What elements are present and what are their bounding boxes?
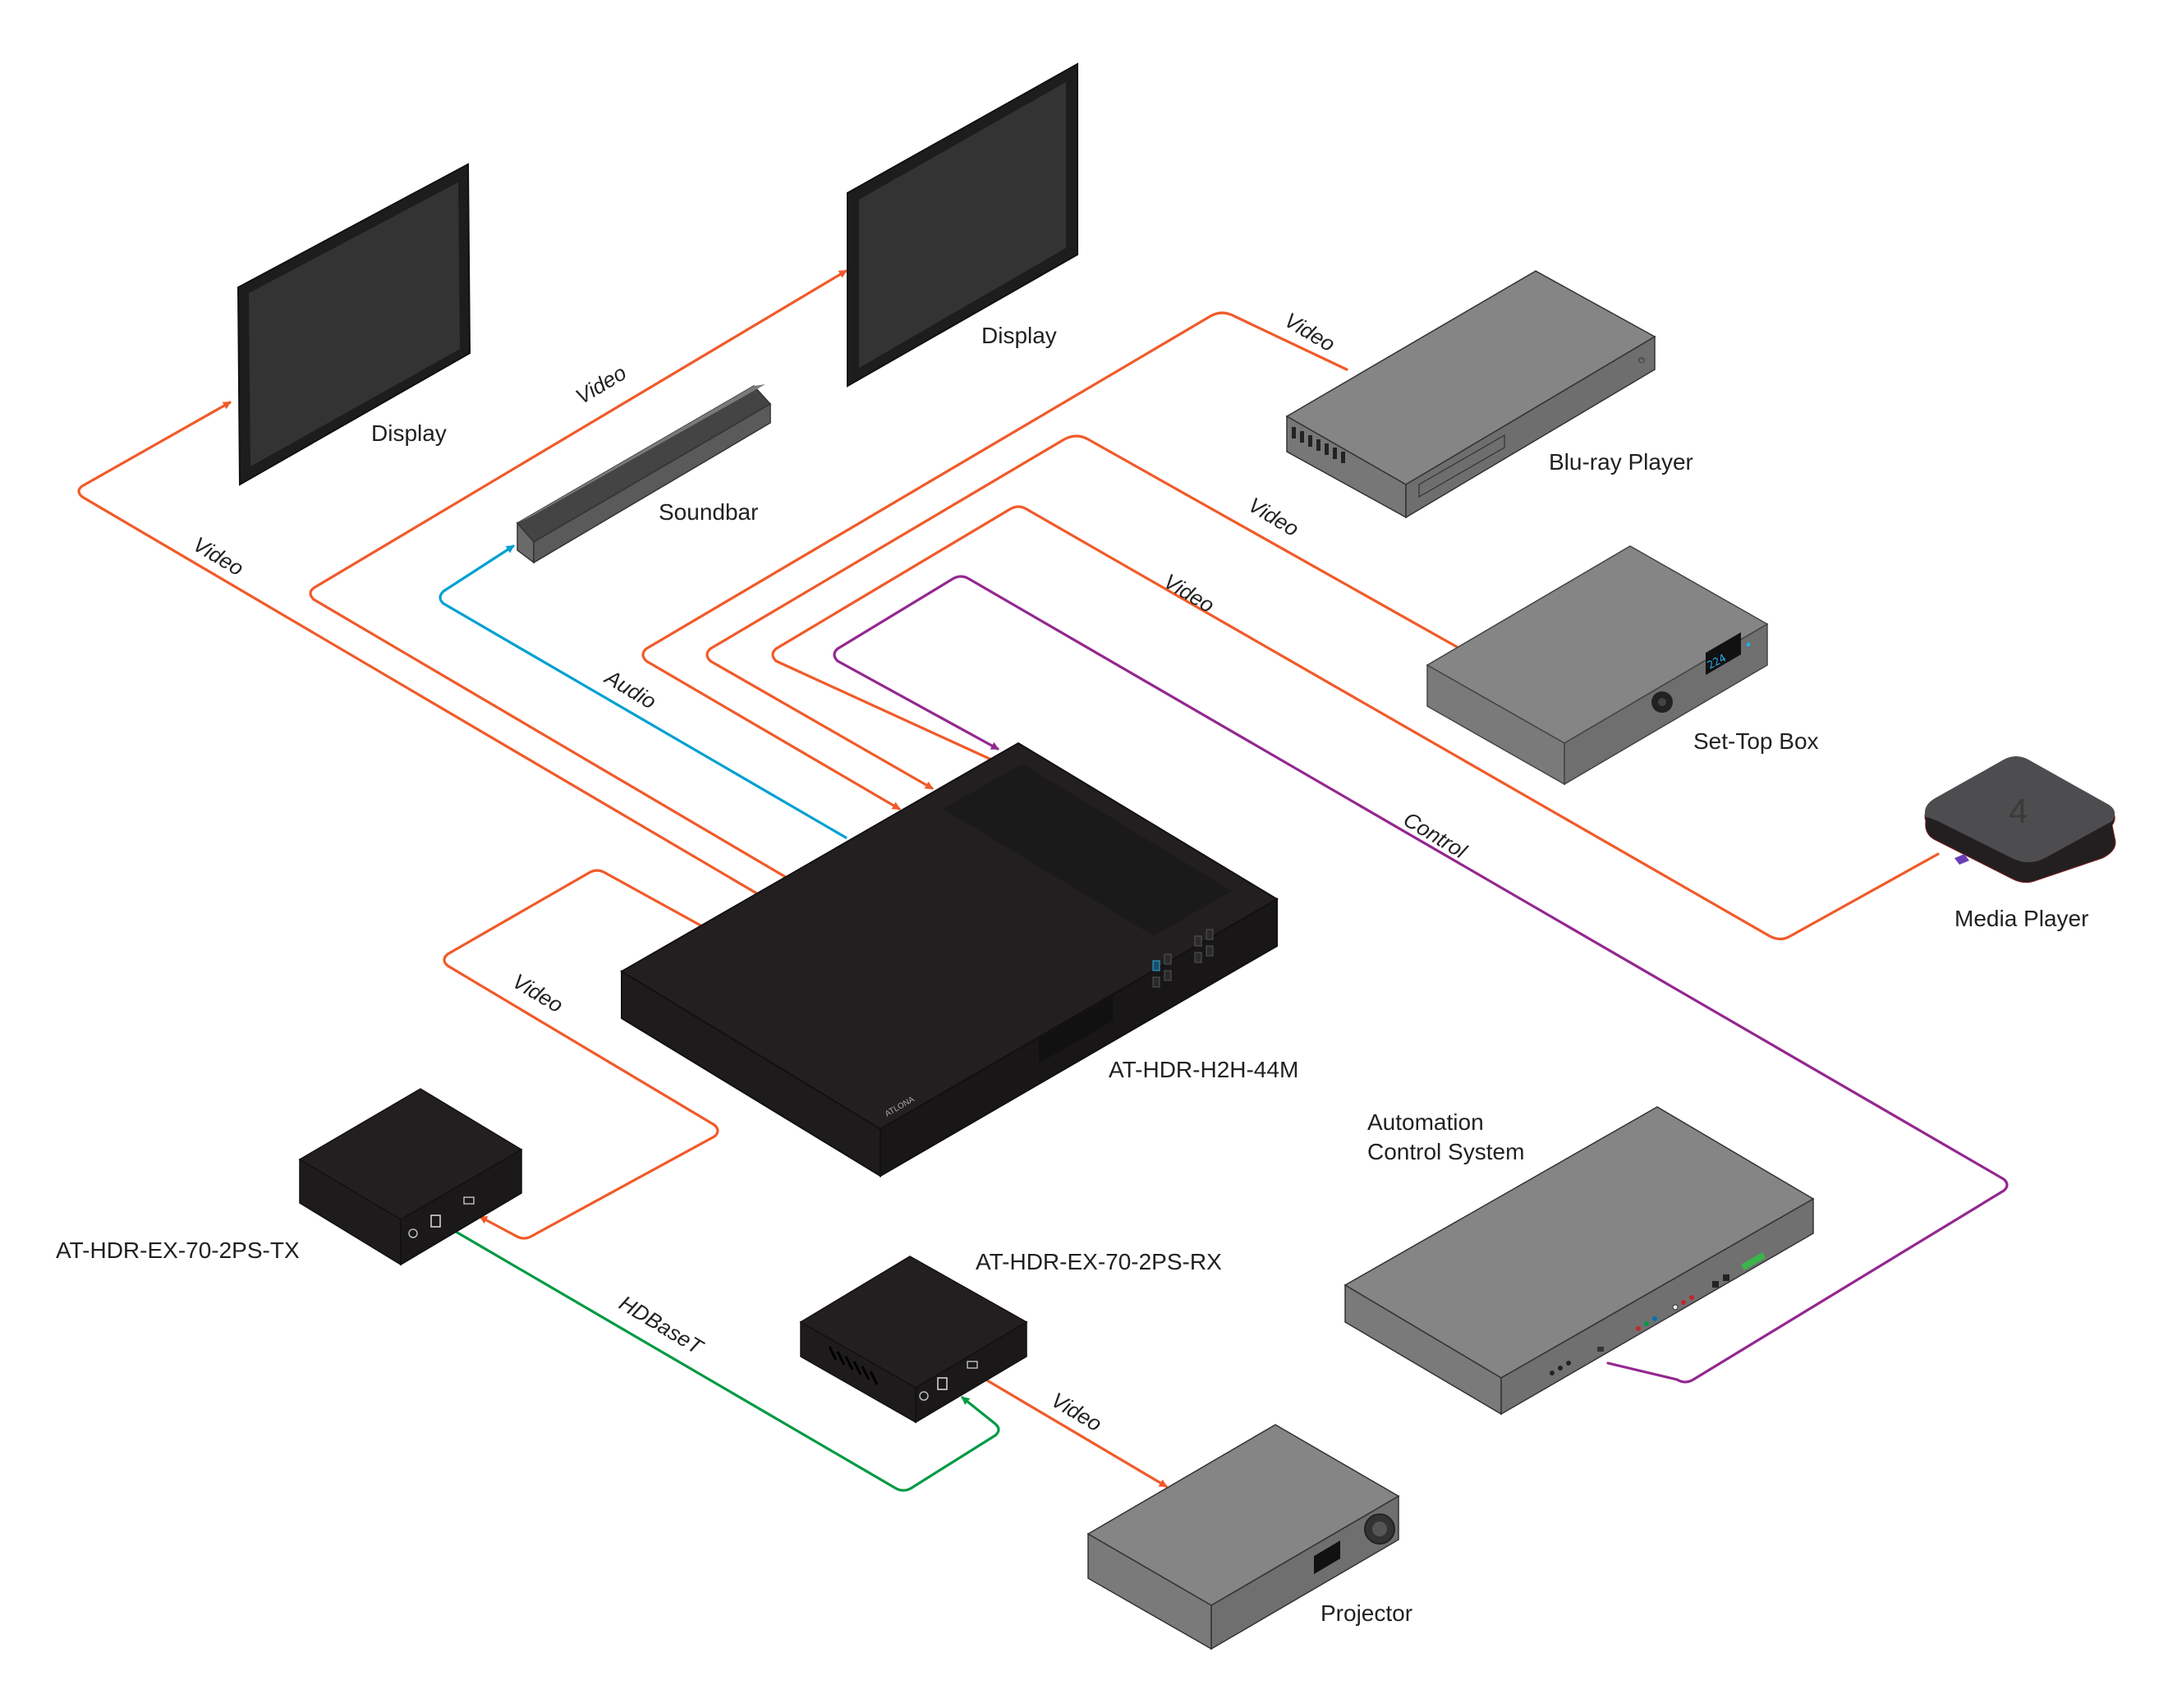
device-automation[interactable]: Automation Control System (1344, 1106, 1815, 1416)
wire-control-automation[interactable] (833, 575, 2009, 1384)
settop-display-panel (1706, 632, 1741, 675)
device-label-bluray: Blu-ray Player (1549, 449, 1693, 475)
projector-front (1210, 1494, 1399, 1651)
wire-video-mediaplayer[interactable] (771, 505, 1940, 941)
conn-label-video-mediaplayer: Video (1160, 568, 1219, 618)
rx-vents (828, 1346, 879, 1385)
soundbar-bottom (533, 402, 771, 564)
settop-status-led (1746, 642, 1751, 647)
switcher-power-button (1152, 960, 1160, 971)
connection-wires (77, 269, 2009, 1492)
conn-label-video-display-left: Video (189, 531, 248, 581)
tx-power-port (408, 1228, 418, 1238)
tx-hdbaset-port (430, 1214, 441, 1228)
projector-control-panel (1314, 1540, 1340, 1574)
bluray-front (1405, 335, 1656, 519)
wire-video-display-left[interactable] (77, 401, 761, 897)
device-display-left[interactable]: Display (237, 163, 471, 486)
wire-video-projector[interactable] (967, 1368, 1168, 1488)
switcher-top-recess (943, 764, 1232, 936)
conn-label-video-projector: Video (1047, 1387, 1106, 1436)
device-label-automation-line2: Control System (1367, 1139, 1524, 1164)
wire-video-bluray[interactable] (641, 311, 1348, 810)
bluray-disc-tray (1418, 434, 1505, 498)
switcher-buttons[interactable] (1152, 929, 1214, 988)
conn-label-audio-soundbar: Audio (599, 663, 660, 714)
device-label-mediaplayer: Media Player (1954, 906, 2088, 931)
settop-ok-button[interactable] (1658, 698, 1666, 706)
device-label-display-left: Display (371, 420, 447, 446)
tx-front (400, 1148, 522, 1266)
rx-hdbaset-port (937, 1377, 948, 1390)
conn-label-video-display-right: Video (572, 360, 631, 409)
device-label-display-right: Display (981, 323, 1057, 348)
soundbar-top (517, 384, 765, 523)
wire-video-display-right[interactable] (309, 269, 847, 880)
wire-hdbaset-link[interactable] (450, 1228, 1000, 1492)
wire-video-tx[interactable] (443, 869, 719, 1240)
rx-front (915, 1320, 1027, 1424)
projector-lens-inner (1372, 1522, 1387, 1536)
conn-label-video-tx: Video (508, 968, 567, 1017)
wire-video-settop[interactable] (705, 434, 1462, 790)
device-bluray[interactable]: ⏻ Blu-ray Player (1285, 270, 1693, 519)
device-label-tx: AT-HDR-EX-70-2PS-TX (56, 1237, 300, 1263)
device-projector[interactable]: Projector (1086, 1424, 1412, 1651)
bluray-vents (1292, 427, 1345, 463)
automation-rear (1500, 1197, 1814, 1416)
mediaplayer-top (1925, 756, 2115, 862)
device-tx[interactable]: AT-HDR-EX-70-2PS-TX (56, 1088, 523, 1266)
conn-label-video-bluray: Video (1280, 307, 1339, 356)
bluray-power-icon[interactable]: ⏻ (1638, 356, 1645, 365)
switcher-display-window (1039, 996, 1113, 1063)
rx-power-port (919, 1391, 929, 1401)
automation-ports (1550, 1252, 1766, 1375)
device-label-rx: AT-HDR-EX-70-2PS-RX (976, 1249, 1222, 1274)
device-rx[interactable]: AT-HDR-EX-70-2PS-RX (799, 1249, 1222, 1424)
rx-hdmi-port (967, 1361, 978, 1369)
device-label-settop: Set-Top Box (1693, 728, 1819, 754)
device-label-switcher: AT-HDR-H2H-44M (1109, 1057, 1298, 1082)
device-soundbar[interactable]: Soundbar (516, 384, 772, 564)
device-settop[interactable]: 224 Set-Top Box (1426, 545, 1819, 786)
tx-hdmi-port (463, 1196, 475, 1205)
device-display-right[interactable]: Display (847, 62, 1078, 388)
conn-label-hdbaset-link: HDBaseT (615, 1290, 709, 1360)
display-right-screen (859, 82, 1066, 368)
device-label-projector: Projector (1321, 1600, 1412, 1626)
conn-label-video-settop: Video (1244, 492, 1303, 541)
device-label-soundbar: Soundbar (659, 499, 758, 525)
device-label-automation-line1: Automation (1367, 1109, 1484, 1135)
device-switcher[interactable]: ATLONA AT-HDR-H2H-44M (620, 742, 1298, 1178)
device-mediaplayer[interactable]: 4 Media Player (1924, 756, 2116, 931)
display-left-screen (249, 182, 460, 466)
mediaplayer-badge (1954, 854, 1969, 865)
mediaplayer-logo: 4 (2009, 792, 2028, 830)
wire-audio-soundbar[interactable] (439, 544, 847, 839)
